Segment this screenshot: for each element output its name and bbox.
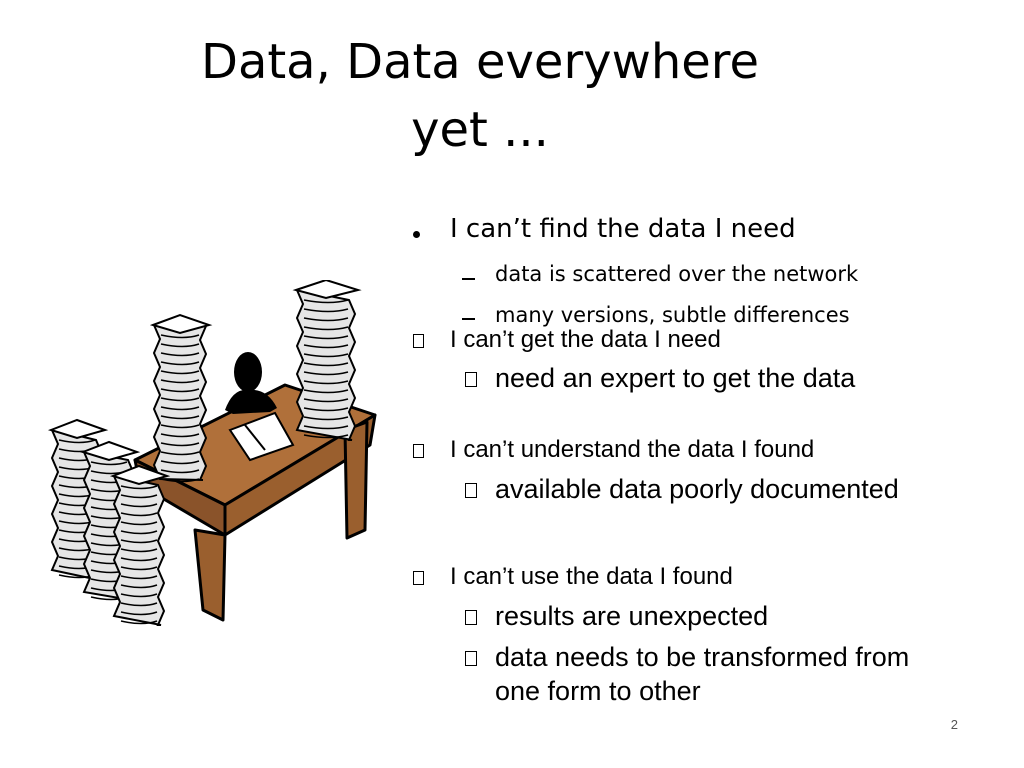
paper-stack xyxy=(109,464,171,626)
missing-glyph-icon xyxy=(465,651,477,666)
bullet-3-sub-1: available data poorly documented xyxy=(495,474,899,504)
bullet-2-sub-1: need an expert to get the data xyxy=(495,363,856,393)
bullet-4-sub-2: data needs to be transformed from xyxy=(495,642,910,672)
sub-dash xyxy=(462,318,475,320)
paper-stack xyxy=(292,280,362,441)
missing-glyph-icon xyxy=(413,334,424,348)
paper-stack xyxy=(149,313,213,483)
bullet-4-text: I can’t use the data I found xyxy=(450,563,733,590)
person xyxy=(225,352,277,414)
missing-glyph-icon xyxy=(465,610,477,625)
paper-stacks-desk-icon xyxy=(47,280,377,626)
sub-dash xyxy=(462,278,475,280)
bullet-1-text: I can’t find the data I need xyxy=(450,214,796,244)
title-line-1: Data, Data everywhere xyxy=(200,34,760,90)
missing-glyph-icon xyxy=(465,372,477,387)
bullet-3-text: I can’t understand the data I found xyxy=(450,436,815,463)
title-line-2: yet ... xyxy=(411,102,549,158)
bullet-4-sub-1: results are unexpected xyxy=(495,601,769,631)
bullet-2-text: I can’t get the data I need xyxy=(450,326,721,353)
bullet-dot xyxy=(413,231,420,238)
bullet-4-sub-3: one form to other xyxy=(495,676,701,706)
bullet-1-sub-2: many versions, subtle differences xyxy=(495,303,850,327)
page-number: 2 xyxy=(950,717,958,732)
missing-glyph-icon xyxy=(465,483,477,498)
missing-glyph-icon xyxy=(413,571,424,585)
bullet-1-sub-1: data is scattered over the network xyxy=(495,262,859,286)
slide-title: Data, Data everywhere yet ... xyxy=(120,28,840,164)
missing-glyph-icon xyxy=(413,444,424,458)
